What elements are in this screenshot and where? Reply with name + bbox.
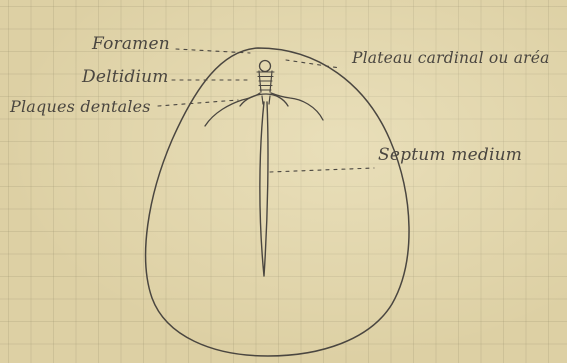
- cardinal-process: [262, 96, 270, 104]
- leader-plateau-cardinal: [286, 60, 340, 68]
- septum-median: [260, 102, 268, 276]
- label-plateau-cardinal: Plateau cardinal ou aréa: [352, 51, 550, 67]
- leader-septum: [270, 168, 374, 172]
- label-plaques-dentales: Plaques dentales: [10, 99, 151, 115]
- dental-plate-left: [205, 93, 260, 126]
- label-septum-medium: Septum medium: [378, 147, 522, 164]
- label-deltidium: Deltidium: [82, 69, 169, 86]
- shell-outline: [146, 48, 409, 356]
- leader-dental-plates: [158, 100, 238, 106]
- foramen-opening: [260, 61, 271, 72]
- label-foramen: Foramen: [92, 36, 170, 53]
